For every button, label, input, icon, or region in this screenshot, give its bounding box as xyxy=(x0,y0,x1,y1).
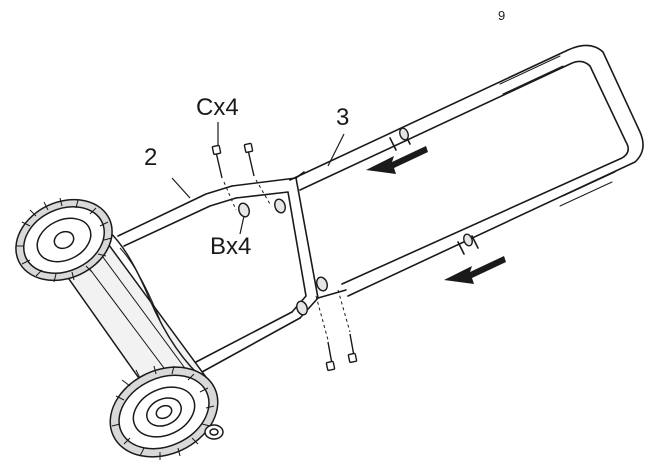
callout-leaders xyxy=(171,122,345,235)
assembly-direction-arrow xyxy=(366,146,506,284)
screw-icon xyxy=(211,142,255,179)
callout-part-3: 3 xyxy=(336,104,350,131)
callout-screws: Cx4 xyxy=(196,94,239,121)
alignment-lines xyxy=(223,179,351,341)
lower-handle xyxy=(117,171,347,373)
screw-icon xyxy=(325,333,358,372)
right-wheel xyxy=(109,365,224,460)
callout-part-2: 2 xyxy=(144,144,158,171)
knob-icon xyxy=(238,198,328,316)
knob-icon xyxy=(399,127,473,247)
page-number: 9 xyxy=(498,8,506,23)
upper-handle xyxy=(289,44,644,297)
left-wheel xyxy=(15,197,113,283)
callout-knobs: Bx4 xyxy=(210,233,252,260)
